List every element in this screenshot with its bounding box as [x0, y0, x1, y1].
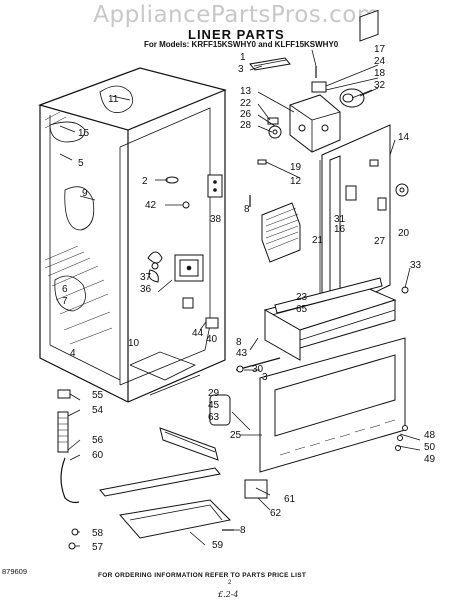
callout-7: 7: [62, 296, 68, 307]
callout-58: 58: [92, 528, 104, 539]
callout-28: 28: [240, 120, 252, 131]
handwritten-note: £.2-4: [218, 590, 239, 599]
callout-30: 30: [252, 364, 264, 375]
callout-38: 38: [210, 214, 222, 225]
callout-13: 13: [240, 86, 252, 97]
grille-panel: [209, 277, 406, 473]
callout-56: 56: [92, 435, 104, 446]
callout-61: 61: [284, 494, 296, 505]
callout-9: 9: [82, 188, 88, 199]
callout-48: 48: [424, 430, 436, 441]
callout-8-mid: 8: [236, 337, 242, 348]
control-housing: [289, 94, 341, 153]
air-filter: [261, 202, 301, 263]
model-numbers: For Models: KRFF15KSWHY0 and KLFF15KSWHY…: [144, 40, 339, 49]
top-parts: [165, 57, 409, 294]
callout-3: 3: [238, 64, 244, 75]
callout-54: 54: [92, 405, 104, 416]
rear-panel: [319, 9, 391, 320]
callout-5: 5: [78, 158, 84, 169]
callout-65: 65: [296, 304, 308, 315]
lower-parts: [57, 389, 408, 550]
callout-27: 27: [374, 236, 386, 247]
callout-24: 24: [374, 56, 386, 67]
diagram-title: LINER PARTS: [188, 27, 285, 42]
callout-6: 6: [62, 284, 68, 295]
callout-8-bottom: 8: [240, 525, 246, 536]
callout-15: 15: [78, 128, 90, 139]
callout-37: 37: [140, 272, 152, 283]
callout-45: 45: [208, 400, 220, 411]
callout-59: 59: [212, 540, 224, 551]
callout-labels: 17 24 18 32 3 1 13 22 26 28 14 11 15 5 9…: [62, 44, 436, 553]
callout-14: 14: [398, 132, 410, 143]
callout-1: 1: [240, 52, 246, 63]
callout-36: 36: [140, 284, 152, 295]
callout-16: 16: [334, 224, 346, 235]
callout-26: 26: [240, 109, 252, 120]
callout-2: 2: [142, 176, 148, 187]
callout-44: 44: [192, 328, 204, 339]
callout-33: 33: [410, 260, 422, 271]
drawing-code: 879609: [2, 567, 28, 576]
page-reference: 2: [228, 580, 232, 586]
callout-17: 17: [374, 44, 386, 55]
callout-20: 20: [398, 228, 410, 239]
callout-43: 43: [236, 348, 248, 359]
callout-10: 10: [128, 338, 140, 349]
watermark: AppliancePartsPros.com: [93, 2, 380, 28]
callout-63: 63: [208, 412, 220, 423]
callout-23: 23: [296, 292, 308, 303]
callout-50: 50: [424, 442, 436, 453]
callout-18: 18: [374, 68, 386, 79]
callout-55: 55: [92, 390, 104, 401]
callout-49: 49: [424, 454, 436, 465]
fan-motor: [147, 251, 219, 329]
callout-60: 60: [92, 450, 104, 461]
callout-12: 12: [290, 176, 302, 187]
callout-40: 40: [206, 334, 218, 345]
callout-8-top: 8: [244, 204, 250, 215]
callout-21: 21: [312, 235, 324, 246]
callout-25: 25: [230, 430, 242, 441]
callout-4: 4: [70, 348, 76, 359]
callout-29: 29: [208, 388, 220, 399]
callout-57: 57: [92, 542, 104, 553]
callout-3-mid: 3: [262, 372, 268, 383]
callout-31: 31: [334, 214, 346, 225]
ordering-footer: FOR ORDERING INFORMATION REFER TO PARTS …: [98, 572, 307, 579]
callout-62: 62: [270, 508, 282, 519]
callout-32: 32: [374, 80, 386, 91]
leader-lines: [59, 49, 421, 547]
callout-11: 11: [108, 94, 119, 105]
callout-19: 19: [290, 162, 302, 173]
callout-42: 42: [145, 200, 157, 211]
callout-22: 22: [240, 98, 252, 109]
liner-shell: [38, 67, 227, 403]
